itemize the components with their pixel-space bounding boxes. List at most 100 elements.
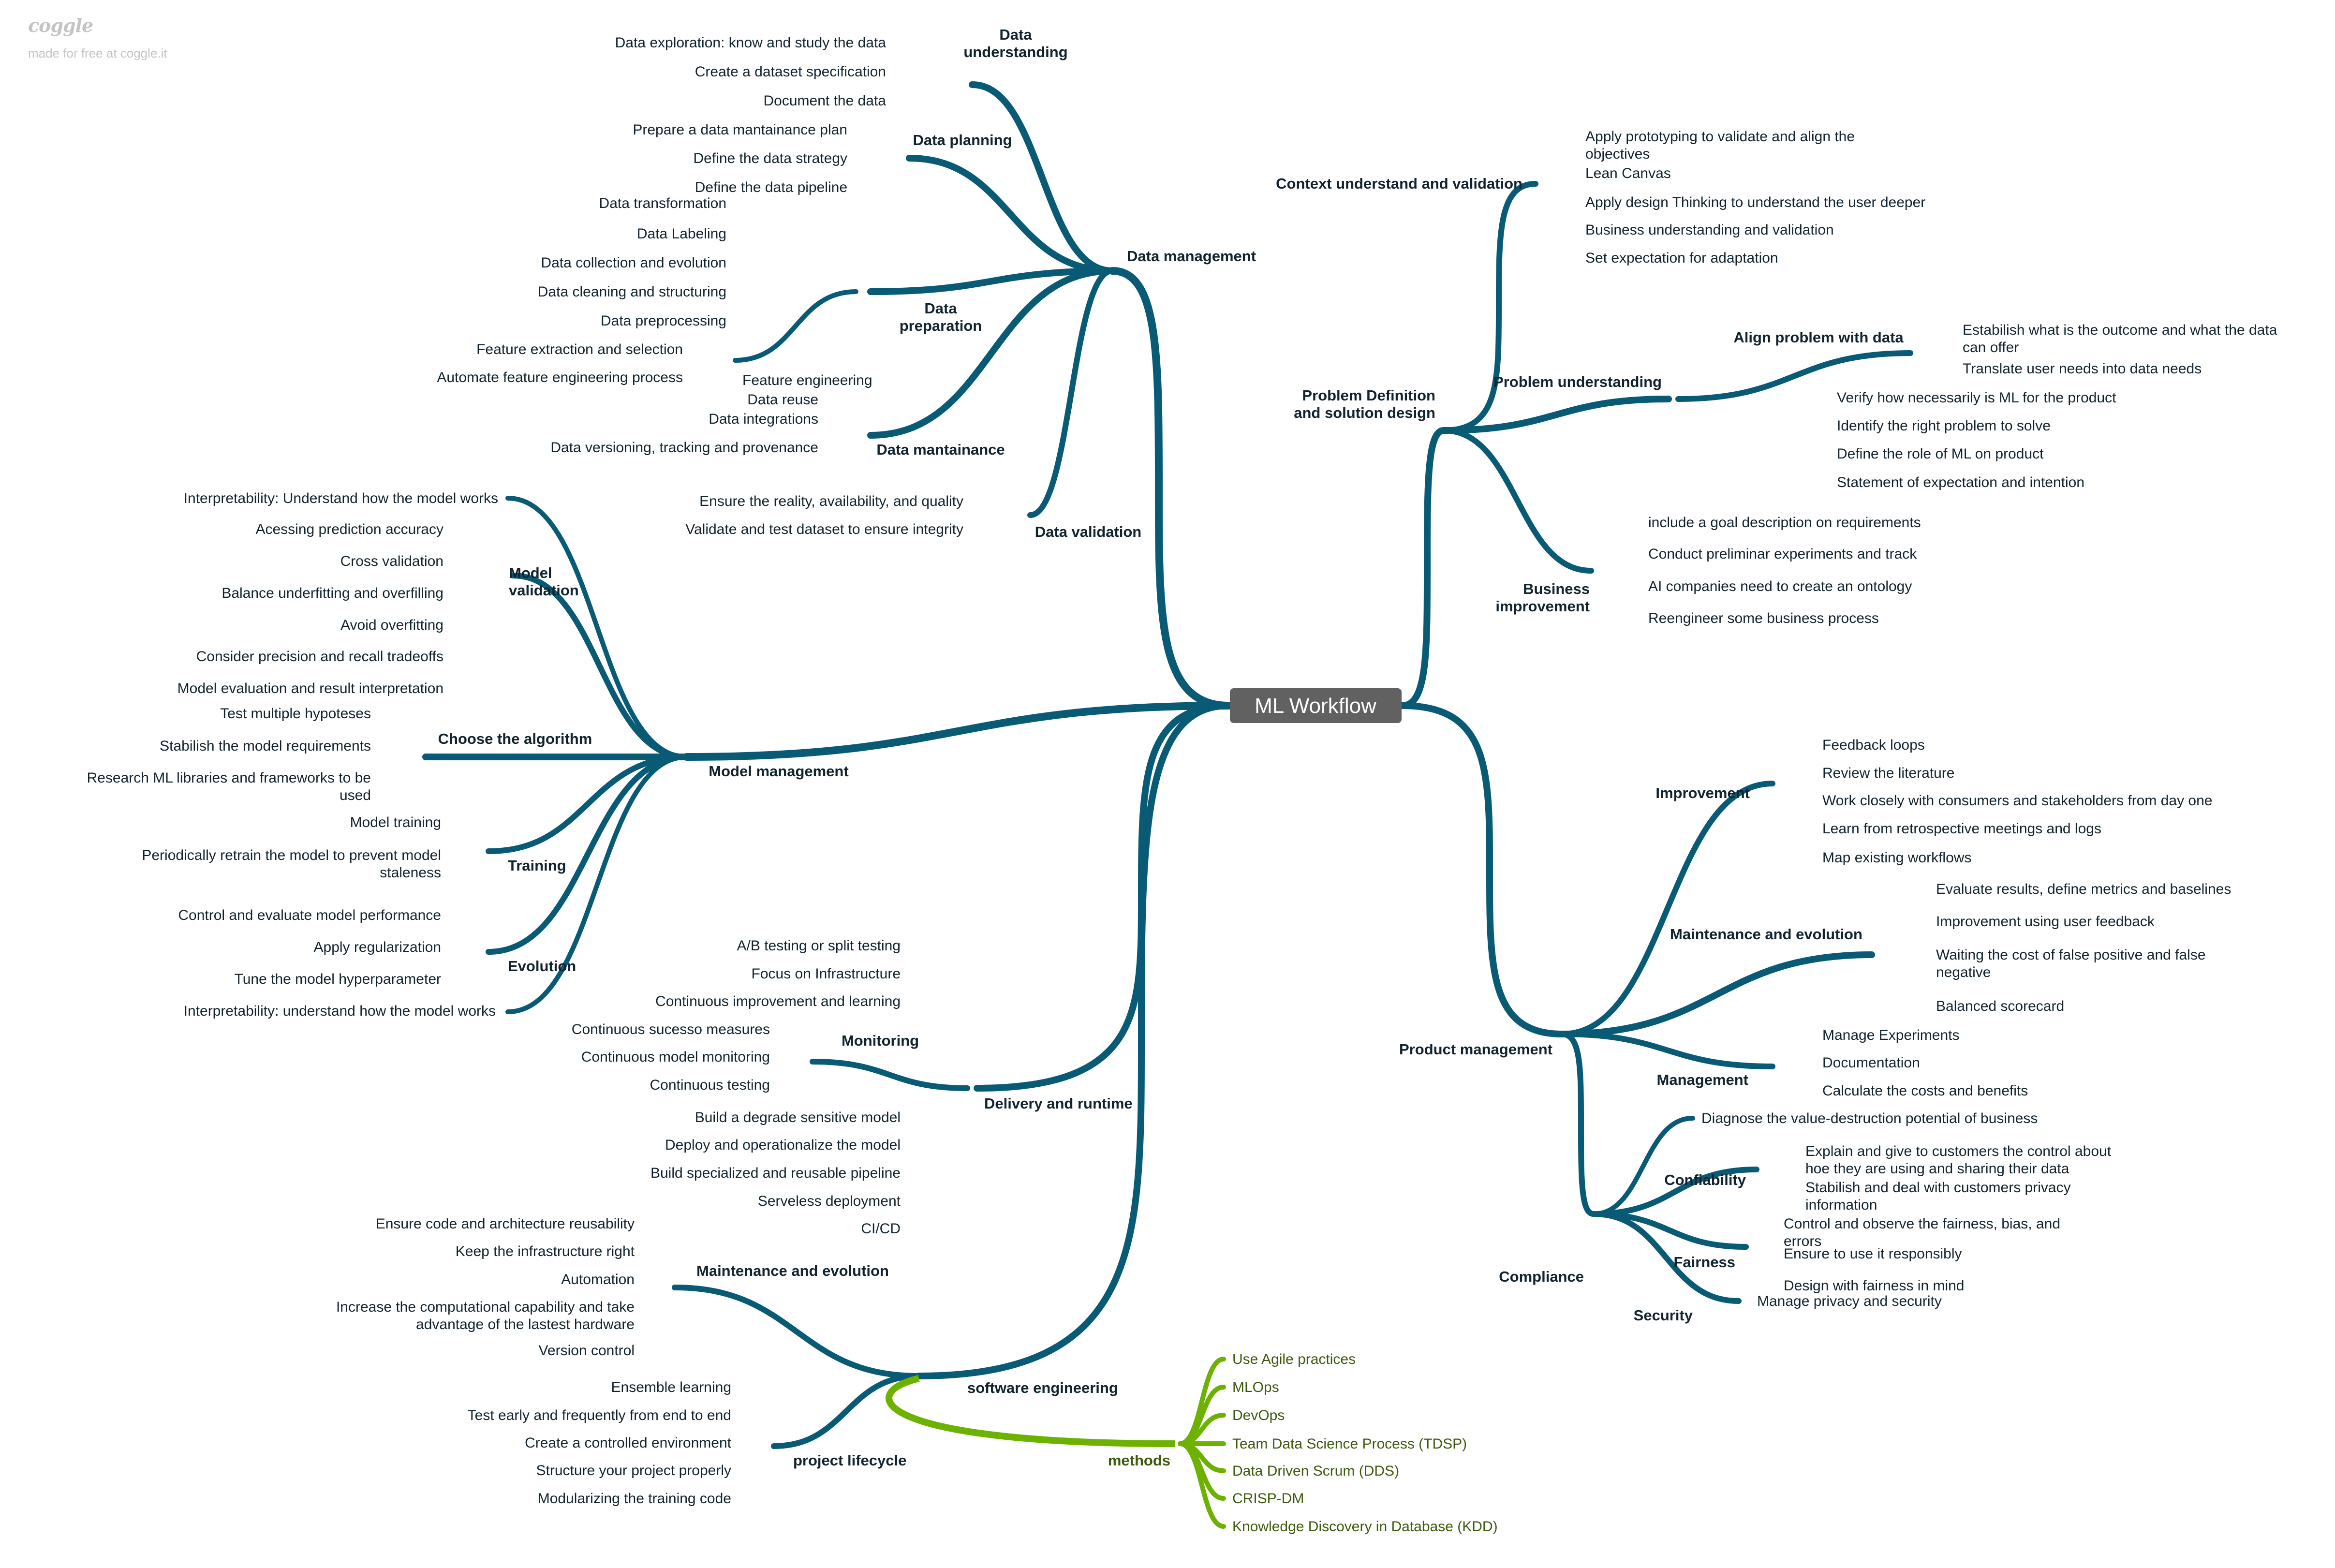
sub-monitoring[interactable]: Monitoring [842,1032,919,1049]
leaf-team-data-science-process-tdsp[interactable]: Team Data Science Process (TDSP) [1232,1436,1467,1452]
leaf-mlops[interactable]: MLOps [1232,1379,1279,1395]
sub-security[interactable]: Security [1634,1307,1693,1324]
leaf-define-the-role-of-ml-on-product[interactable]: Define the role of ML on product [1837,446,2044,462]
leaf-ai-companies-need-to-create-an-ontology[interactable]: AI companies need to create an ontology [1648,578,1912,594]
branch-model-management[interactable]: Model management [709,763,848,780]
leaf-consider-precision-and-recall-tradeoffs[interactable]: Consider precision and recall tradeoffs [196,649,443,665]
leaf-automate-feature-engineering-process[interactable]: Automate feature engineering process [437,370,683,385]
sub-data-preparation-line-2[interactable]: preparation [900,317,982,334]
sub-data-mantainance[interactable]: Data mantainance [876,441,1005,458]
sub-problem-understanding[interactable]: Problem understanding [1493,373,1662,390]
leaf-build-specialized-and-reusable-pipeline[interactable]: Build specialized and reusable pipeline [650,1165,901,1181]
leaf-validate-and-test-dataset-to-ensure-inte[interactable]: Validate and test dataset to ensure inte… [685,521,963,537]
leaf-review-the-literature[interactable]: Review the literature [1822,765,1954,781]
leaf-interpretability-top[interactable]: Interpretability: Understand how the mod… [184,490,498,506]
root-node[interactable]: ML Workflow [1230,688,1402,723]
leaf-improvement-using-user-feedback[interactable]: Improvement using user feedback [1936,914,2155,930]
leaf-data-integrations[interactable]: Data integrations [709,411,818,427]
branch-problem-definition-line-1[interactable]: Problem Definition [1302,387,1435,404]
leaf-deploy-and-operationalize-the-model[interactable]: Deploy and operationalize the model [665,1137,901,1153]
leaf-create-a-controlled-environment[interactable]: Create a controlled environment [525,1435,732,1451]
leaf-set-expectation-for-adaptation[interactable]: Set expectation for adaptation [1585,250,1778,266]
leaf-work-closely-with-consumers-and-stakehol[interactable]: Work closely with consumers and stakehol… [1822,793,2212,809]
leaf-data-versioning-tracking-and-provenance[interactable]: Data versioning, tracking and provenance [550,440,818,456]
leaf-create-a-dataset-specification[interactable]: Create a dataset specification [695,64,886,80]
leaf-estabilish-what-is-the-outcome-and-what--line-1[interactable]: Estabilish what is the outcome and what … [1963,322,2277,338]
leaf-use-agile-practices[interactable]: Use Agile practices [1232,1351,1356,1367]
leaf-avoid-overfitting[interactable]: Avoid overfitting [340,617,443,633]
leaf-continuous-testing[interactable]: Continuous testing [650,1077,770,1093]
sub-data-understanding-line-2[interactable]: understanding [963,44,1067,60]
root-node-label[interactable]: ML Workflow [1255,694,1376,718]
leaf-research-ml-libraries-and-frameworks-to--line-2[interactable]: used [340,787,371,803]
leaf-apply-prototyping-to-validate-and-align--line-1[interactable]: Apply prototyping to validate and align … [1585,129,1855,145]
leaf-version-control[interactable]: Version control [539,1343,635,1359]
leaf-apply-prototyping-to-validate-and-align--line-2[interactable]: objectives [1585,146,1650,162]
leaf-document-the-data[interactable]: Document the data [764,93,887,109]
leaf-data-labeling[interactable]: Data Labeling [637,226,726,242]
leaf-lean-canvas[interactable]: Lean Canvas [1585,165,1671,181]
leaf-learn-from-retrospective-meetings-and-lo[interactable]: Learn from retrospective meetings and lo… [1822,821,2101,837]
leaf-tune-the-model-hyperparameter[interactable]: Tune the model hyperparameter [235,971,441,987]
root-node-box[interactable] [1230,688,1402,723]
leaf-apply-design-thinking-to-understand-the-[interactable]: Apply design Thinking to understand the … [1585,194,1925,210]
leaf-map-existing-workflows[interactable]: Map existing workflows [1822,850,1971,866]
leaf-ensure-code-and-architecture-reusability[interactable]: Ensure code and architecture reusability [376,1216,635,1232]
branch-compliance[interactable]: Compliance [1499,1268,1584,1285]
leaf-data-driven-scrum-dds[interactable]: Data Driven Scrum (DDS) [1232,1463,1399,1479]
leaf-feature-extraction-and-selection[interactable]: Feature extraction and selection [476,341,683,357]
leaf-verify-how-necessarily-is-ml-for-the-pro[interactable]: Verify how necessarily is ML for the pro… [1837,390,2116,406]
leaf-balance-underfitting-and-overfilling[interactable]: Balance underfitting and overfilling [222,585,443,601]
leaf-ci-cd[interactable]: CI/CD [861,1221,901,1237]
leaf-control-and-observe-the-fairness-bias-an-line-1[interactable]: Control and observe the fairness, bias, … [1784,1216,2060,1232]
sub-fairness[interactable]: Fairness [1673,1254,1735,1271]
leaf-data-preprocessing[interactable]: Data preprocessing [601,313,726,329]
leaf-explain-and-give-to-customers-the-contro-line-1[interactable]: Explain and give to customers the contro… [1805,1143,2112,1159]
leaf-knowledge-discovery-in-database-kdd[interactable]: Knowledge Discovery in Database (KDD) [1232,1519,1498,1535]
leaf-a-b-testing-or-split-testing[interactable]: A/B testing or split testing [737,938,901,954]
leaf-explain-and-give-to-customers-the-contro-line-2[interactable]: hoe they are using and sharing their dat… [1805,1161,2069,1177]
sub-align-problem[interactable]: Align problem with data [1733,329,1904,346]
leaf-interpretability-bottom[interactable]: Interpretability: understand how the mod… [184,1003,496,1019]
leaf-prepare-a-data-mantainance-plan[interactable]: Prepare a data mantainance plan [633,122,847,138]
leaf-research-ml-libraries-and-frameworks-to--line-1[interactable]: Research ML libraries and frameworks to … [87,770,371,786]
sub-data-planning[interactable]: Data planning [913,132,1012,148]
sub-model-validation-line-2[interactable]: validation [509,582,579,599]
sub-improvement[interactable]: Improvement [1655,784,1750,801]
sub-context-understand[interactable]: Context understand and validation [1276,175,1522,192]
leaf-define-the-data-pipeline[interactable]: Define the data pipeline [695,179,847,195]
leaf-evaluate-results-define-metrics-and-base[interactable]: Evaluate results, define metrics and bas… [1936,881,2231,897]
sub-model-validation-line-1[interactable]: Model [509,564,552,581]
leaf-design-with-fairness-in-mind[interactable]: Design with fairness in mind [1784,1278,1965,1294]
leaf-apply-regularization[interactable]: Apply regularization [314,939,441,955]
leaf-feedback-loops[interactable]: Feedback loops [1822,737,1925,753]
leaf-test-multiple-hypoteses[interactable]: Test multiple hypoteses [220,706,371,722]
leaf-estabilish-what-is-the-outcome-and-what--line-2[interactable]: can offer [1963,340,2019,355]
leaf-automation[interactable]: Automation [561,1272,635,1287]
leaf-manage-experiments[interactable]: Manage Experiments [1822,1027,1959,1043]
leaf-periodically-retrain-the-model-to-preven-line-2[interactable]: staleness [380,865,441,881]
leaf-acessing-prediction-accuracy[interactable]: Acessing prediction accuracy [255,521,443,537]
leaf-ensemble-learning[interactable]: Ensemble learning [611,1379,731,1395]
leaf-ensure-to-use-it-responsibly[interactable]: Ensure to use it responsibly [1784,1246,1962,1262]
branch-data-management[interactable]: Data management [1127,248,1256,265]
leaf-manage-privacy-and-security[interactable]: Manage privacy and security [1757,1293,1942,1309]
sub-project-lifecycle[interactable]: project lifecycle [793,1452,906,1469]
leaf-focus-on-infrastructure[interactable]: Focus on Infrastructure [752,966,901,982]
leaf-modularizing-the-training-code[interactable]: Modularizing the training code [538,1491,731,1507]
leaf-waiting-the-cost-of-false-positive-and-f-line-2[interactable]: negative [1936,964,1991,980]
leaf-translate-user-needs-into-data-needs[interactable]: Translate user needs into data needs [1963,361,2202,377]
sub-management[interactable]: Management [1657,1071,1748,1088]
leaf-cross-validation[interactable]: Cross validation [340,553,443,569]
leaf-ensure-the-reality-availability-and-qual[interactable]: Ensure the reality, availability, and qu… [699,493,963,509]
leaf-identify-the-right-problem-to-solve[interactable]: Identify the right problem to solve [1837,418,2051,434]
leaf-include-a-goal-description-on-requiremen[interactable]: include a goal description on requiremen… [1648,515,1921,531]
branch-product-management[interactable]: Product management [1399,1041,1552,1058]
leaf-structure-your-project-properly[interactable]: Structure your project properly [536,1463,731,1479]
sub-methods[interactable]: methods [1108,1452,1170,1469]
leaf-continuous-improvement-and-learning[interactable]: Continuous improvement and learning [655,993,901,1009]
sub-data-understanding-line-1[interactable]: Data [999,26,1032,43]
sub-data-validation[interactable]: Data validation [1035,523,1142,540]
sub-evolution[interactable]: Evolution [508,958,576,975]
leaf-devops[interactable]: DevOps [1232,1407,1285,1423]
